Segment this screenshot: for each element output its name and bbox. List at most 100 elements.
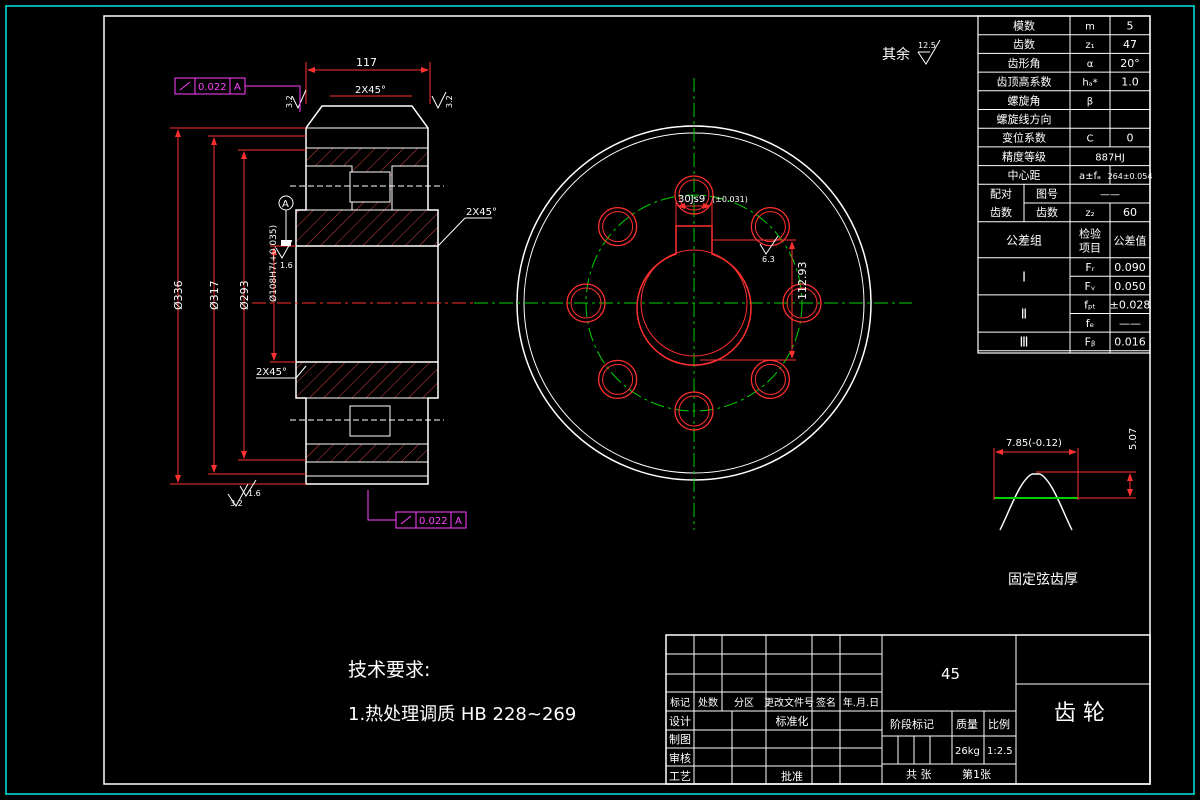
tb-review: 审核	[669, 751, 691, 765]
requirements: 技术要求: 1.热处理调质 HB 228~269	[348, 659, 576, 725]
param-symbol: hₐ*	[1082, 78, 1097, 89]
bolt-hole-inner	[678, 395, 710, 427]
tol-symbol: fₚₜ	[1084, 298, 1096, 311]
bolt-hole-inner	[602, 211, 634, 243]
keyway-depth: 112.93	[796, 262, 809, 301]
outer-border	[5, 5, 1195, 795]
tb-drafting: 制图	[669, 733, 691, 746]
dim-width: 117	[356, 56, 377, 69]
roughness-note-label: 其余	[882, 46, 910, 63]
param-value: 0	[1127, 132, 1134, 145]
bolt-holes	[566, 175, 822, 431]
chamfer-right: 2X45°	[466, 207, 497, 218]
keyway-width: 30Js9	[678, 194, 705, 205]
bolt-hole-inner	[754, 363, 786, 395]
bolt-hole	[566, 283, 606, 323]
param-value: 47	[1123, 38, 1137, 51]
param-name: 螺旋角	[1008, 93, 1041, 107]
tol-group: Ⅱ	[1021, 308, 1027, 323]
bolt-hole-inner	[754, 211, 786, 243]
dim-bore: Ø108H7(+0.035)	[268, 225, 279, 302]
param-symbol: α	[1087, 59, 1094, 70]
keyway-tol: (±0.031)	[712, 195, 748, 204]
param-value: 887HJ	[1095, 152, 1125, 163]
param-name: 模数	[1013, 20, 1035, 33]
roughness-note-value: 12.5	[918, 41, 936, 50]
mate-label: 齿数	[990, 206, 1012, 219]
chordal-height: 5.07	[1128, 428, 1139, 450]
param-name: 中心距	[1008, 169, 1041, 182]
param-name: 螺旋线方向	[997, 112, 1052, 126]
scale-label: 比例	[988, 717, 1010, 731]
tol-value: ±0.028	[1110, 298, 1151, 311]
dim-dia-336: Ø336	[172, 280, 185, 310]
tol-symbol: Fᵦ	[1085, 336, 1096, 349]
sheets-total: 共 张	[906, 768, 932, 781]
tol-value: 0.016	[1114, 336, 1146, 349]
tol-value: ——	[1119, 317, 1141, 330]
rough-32-left: 3.2	[285, 95, 294, 108]
tb-standardize: 标准化	[776, 714, 809, 728]
sheet-number: 第1张	[962, 767, 991, 781]
tol-group: Ⅲ	[1020, 335, 1029, 350]
dim-dia-317: Ø317	[208, 280, 221, 310]
param-value: 5	[1127, 20, 1134, 33]
datum-label: A	[282, 199, 289, 210]
tol-header-group: 公差组	[1006, 234, 1042, 248]
tb-design: 设计	[669, 715, 691, 728]
param-symbol: m	[1085, 22, 1095, 33]
param-value: 264±0.054	[1108, 172, 1153, 181]
chordal-detail: 7.85(-0.12) 5.07 固定弦齿厚	[993, 428, 1139, 588]
mate-label: 配对	[990, 186, 1012, 200]
tb-approve: 批准	[781, 769, 803, 783]
tolerance-bottom-datum: A	[455, 516, 462, 527]
tb-header: 签名	[816, 696, 836, 709]
tol-header-item: 项目	[1079, 242, 1101, 255]
tb-header: 年.月.日	[843, 696, 879, 709]
tolerance-top-datum: A	[234, 82, 241, 93]
weight-label: 质量	[956, 718, 978, 731]
bolt-hole	[597, 359, 638, 400]
bolt-hole	[750, 206, 791, 247]
param-name: 齿数	[1013, 38, 1035, 51]
tol-header-item: 检验	[1079, 227, 1101, 241]
rough-63: 6.3	[762, 255, 775, 264]
bolt-hole-inner	[678, 179, 710, 211]
param-value: 20°	[1120, 57, 1140, 70]
mate-teeth: 60	[1123, 206, 1137, 219]
tb-header: 标记	[670, 697, 690, 709]
tb-header: 处数	[698, 696, 718, 709]
param-symbol: C	[1087, 134, 1094, 145]
weight-value: 26kg	[955, 746, 980, 757]
scale-value: 1:2.5	[987, 746, 1013, 757]
bolt-hole-inner	[570, 287, 602, 319]
param-name: 齿形角	[1008, 57, 1041, 70]
requirements-item1: 1.热处理调质 HB 228~269	[348, 704, 576, 725]
chordal-caption: 固定弦齿厚	[1008, 572, 1078, 588]
mate-col: 齿数	[1036, 206, 1058, 219]
tol-value: 0.090	[1114, 261, 1146, 274]
side-view: 117 2X45° 3.2 3.2 0.022 A Ø336 Ø317	[170, 56, 497, 529]
bolt-hole-inner	[786, 287, 818, 319]
title-block-grid: 标记处数分区更改文件号签名年.月.日设计标准化制图审核工艺批准	[665, 634, 883, 785]
tb-header: 分区	[734, 697, 754, 709]
tol-symbol: fₑ	[1086, 317, 1094, 330]
mate-drawing-no: ——	[1100, 189, 1120, 200]
bolt-hole	[597, 206, 638, 247]
chordal-width: 7.85(-0.12)	[1006, 438, 1062, 449]
inner-border	[103, 15, 1151, 785]
stage-mark-label: 阶段标记	[890, 717, 934, 731]
param-name: 齿顶高系数	[997, 75, 1052, 89]
requirements-title: 技术要求:	[348, 659, 430, 681]
bolt-hole	[674, 391, 714, 431]
part-name: 齿 轮	[1054, 701, 1105, 726]
tol-header-value: 公差值	[1114, 234, 1147, 248]
param-name: 精度等级	[1002, 149, 1046, 163]
param-value: 1.0	[1121, 76, 1139, 89]
mate-col: 图号	[1036, 187, 1058, 200]
tol-group: Ⅰ	[1022, 270, 1026, 285]
tol-value: 0.050	[1114, 280, 1146, 293]
roughness-note: 其余 12.5	[882, 39, 941, 65]
